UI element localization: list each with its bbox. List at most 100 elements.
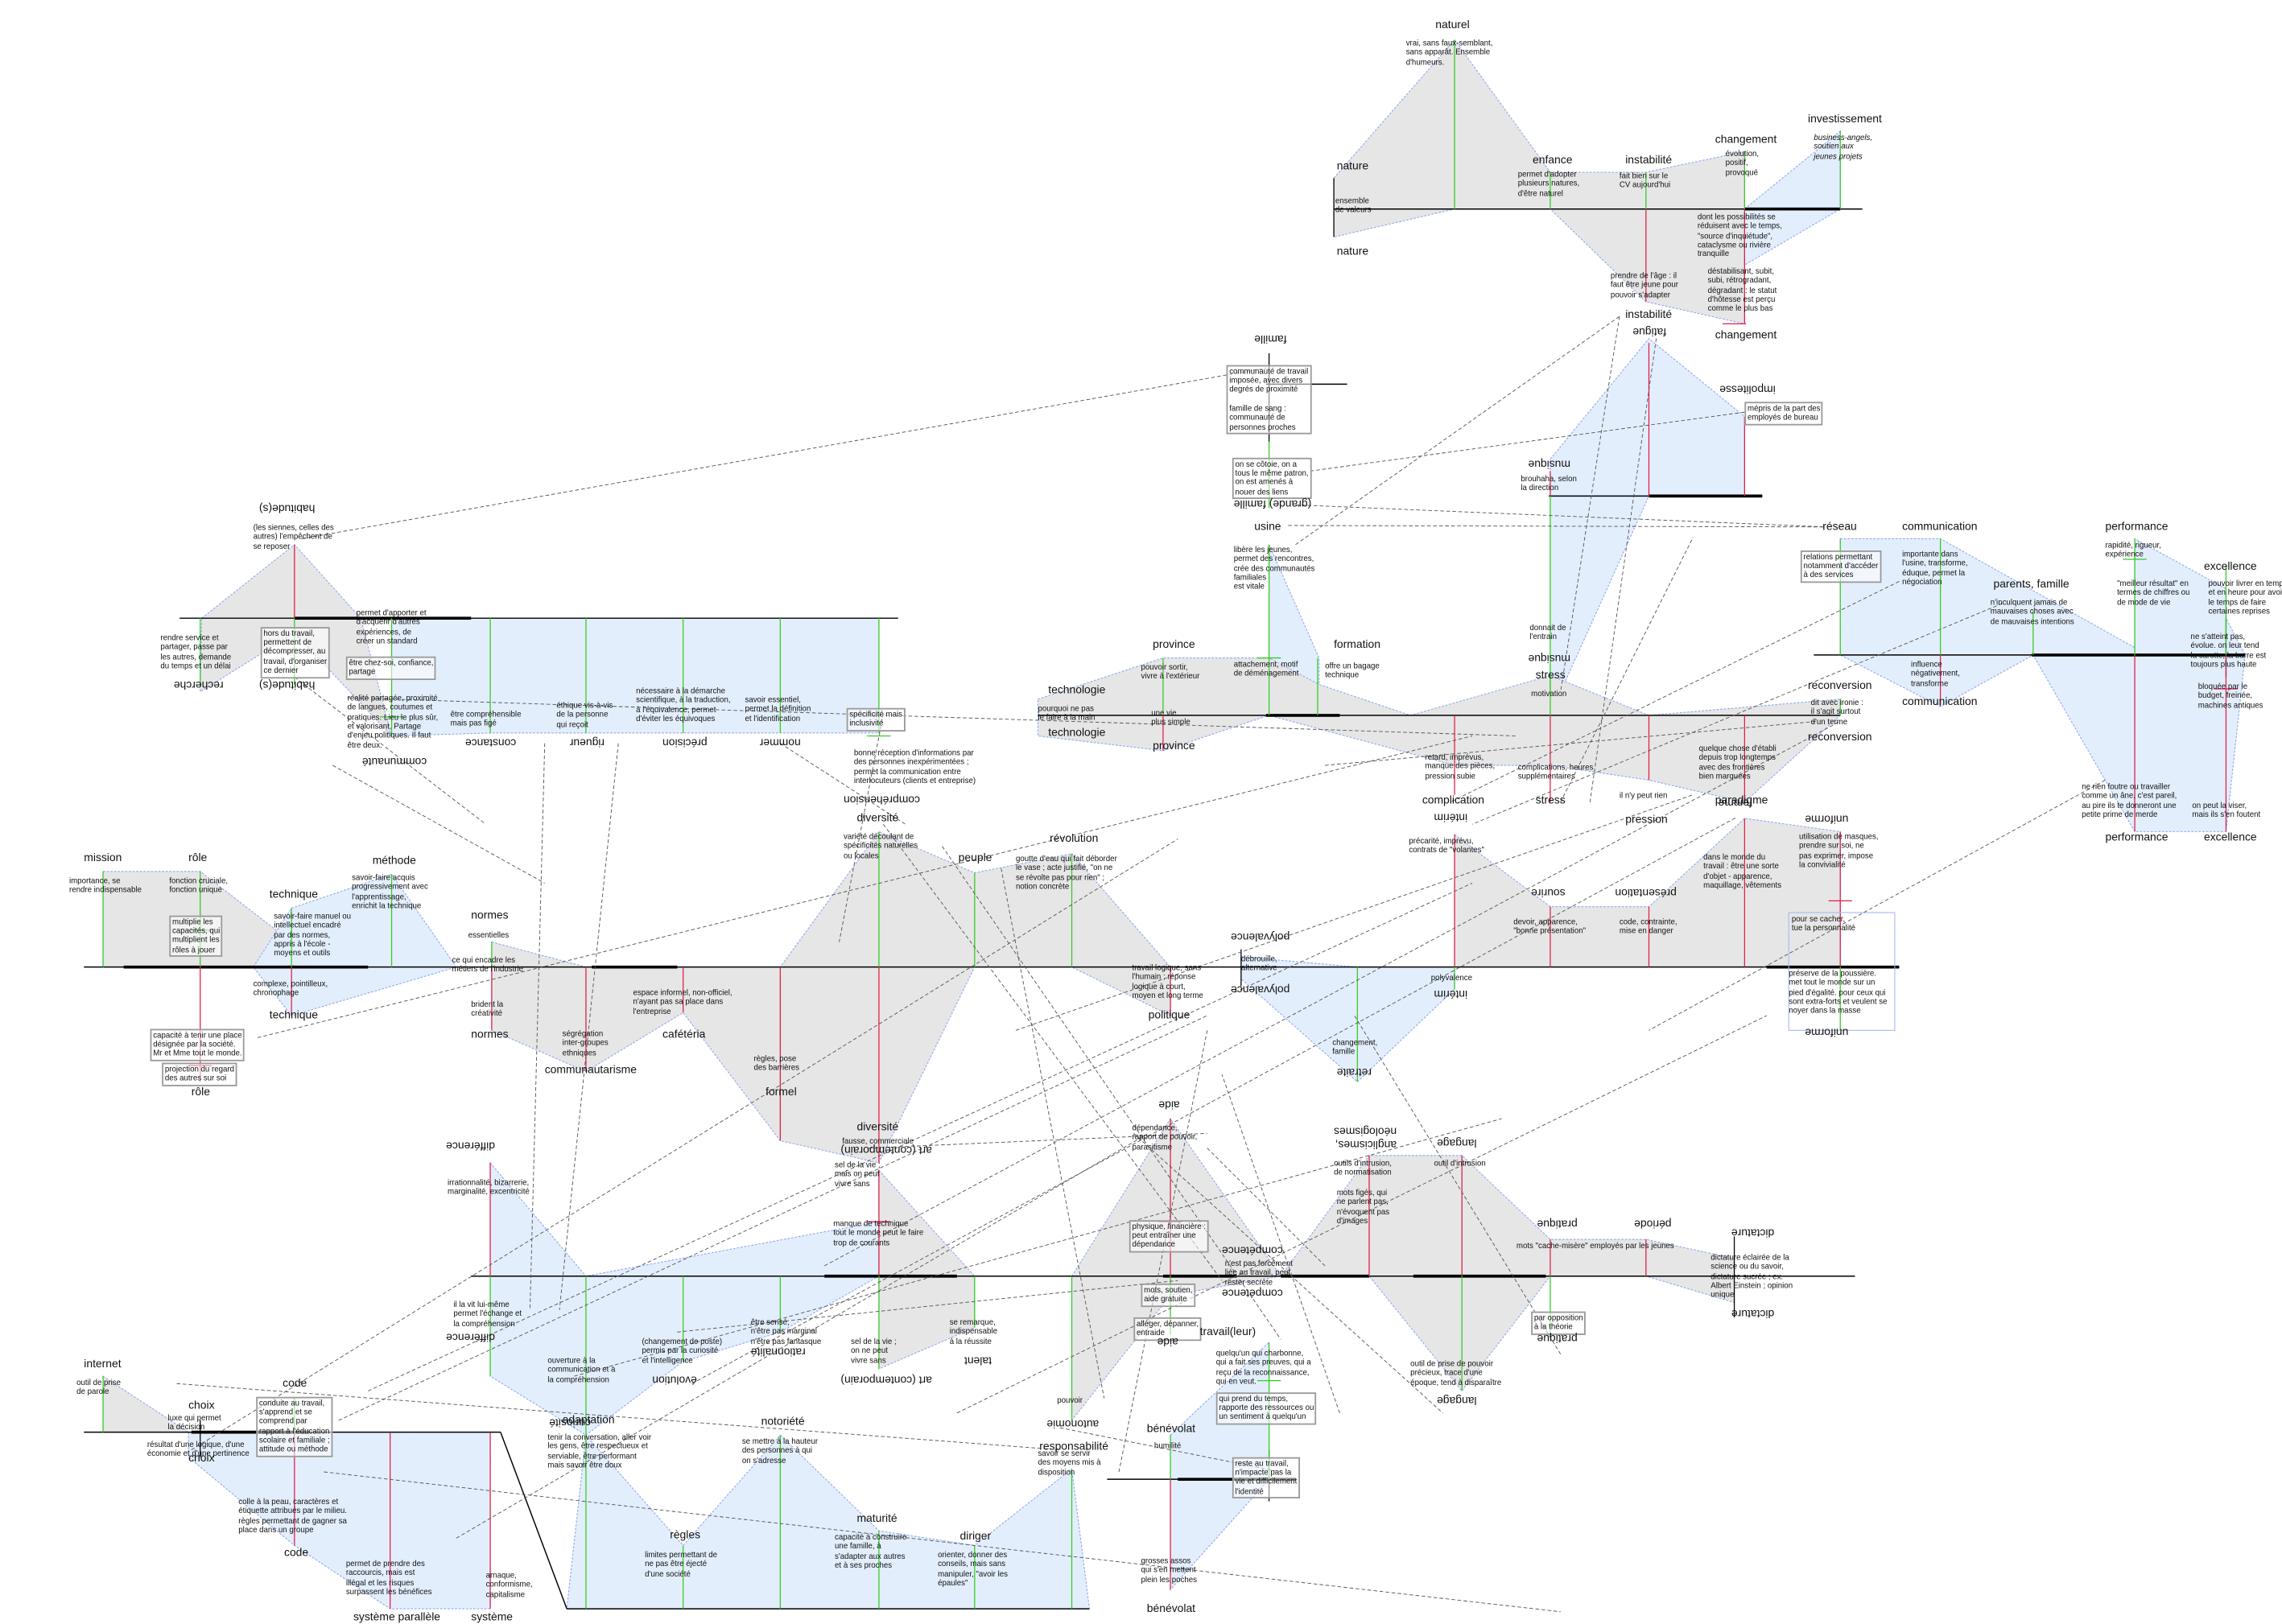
concept-label: performance bbox=[2105, 520, 2168, 534]
concept-label: usine bbox=[1254, 520, 1281, 534]
annotation-text: ce qui encadre les métiers de l'industri… bbox=[452, 957, 524, 975]
annotation-text: dont les possibilités se réduisent avec … bbox=[1698, 213, 1782, 260]
concept-label: musique bbox=[1529, 458, 1570, 472]
annotation-text: pouvoir sortir, vivre à l'extérieur bbox=[1141, 664, 1199, 682]
boxed-annotation: communauté de travail imposée, avec dive… bbox=[1227, 365, 1311, 435]
concept-label: habitude(s) bbox=[259, 502, 316, 516]
concept-label: dictature bbox=[1731, 1307, 1774, 1321]
concept-label: habitude(s) bbox=[259, 678, 316, 692]
annotation-text: devoir, apparence, "bonne présentation" bbox=[1513, 918, 1586, 937]
annotation-text: outil de prise de parole bbox=[76, 1379, 121, 1398]
concept-label: province bbox=[1153, 739, 1195, 752]
annotation-text: motivation bbox=[1531, 690, 1566, 700]
annotation-text: brident la créativité bbox=[471, 1001, 503, 1020]
concept-label: évolution bbox=[652, 1373, 697, 1387]
concept-label: travail(leur) bbox=[1200, 1325, 1256, 1338]
blue-region bbox=[490, 1163, 879, 1435]
annotation-text: évolution, positif, provoqué bbox=[1726, 150, 1759, 179]
annotation-text: débrouille, alternative bbox=[1241, 955, 1277, 974]
annotation-text: (changement de poste) permis par la curi… bbox=[642, 1338, 722, 1366]
concept-label: enfance bbox=[1533, 153, 1572, 167]
annotation-text: quelqu'un qui charbonne, qui a fait ses … bbox=[1216, 1350, 1311, 1387]
concept-label: peuple bbox=[959, 851, 992, 864]
concept-label: diriger bbox=[960, 1529, 992, 1543]
concept-label: performance bbox=[2105, 831, 2168, 844]
concept-label: constance bbox=[465, 736, 516, 750]
annotation-text: n'inculquent jamais de mauvaises choses … bbox=[1991, 599, 2074, 627]
concept-label: mission bbox=[84, 851, 122, 864]
concept-label: système parallèle bbox=[353, 1610, 440, 1624]
concept-label: retraite bbox=[1337, 1065, 1372, 1079]
concept-label: parents, famille bbox=[1993, 577, 2069, 591]
annotation-text: sel de la vie ; mais on peut vivre sans bbox=[835, 1161, 881, 1189]
concept-label: normes bbox=[471, 908, 508, 921]
concept-label: recherche bbox=[174, 678, 224, 692]
boxed-annotation: mots, soutien, aide gratuite bbox=[1141, 1284, 1195, 1307]
concept-label: famille bbox=[1254, 332, 1286, 346]
concept-label: art (contemporain) bbox=[840, 1144, 931, 1157]
annotation-text: mots figés, qui ne parlent pas, n'évoque… bbox=[1337, 1189, 1389, 1226]
annotation-text: importance, se rendre indispensable bbox=[69, 877, 142, 896]
concept-label: normes bbox=[471, 1028, 508, 1041]
boxed-annotation: spécificité mais inclusivité bbox=[847, 708, 906, 732]
annotation-text: éthique vis-à-vis de la personne qui reç… bbox=[556, 702, 613, 730]
concept-label: pression bbox=[1625, 813, 1667, 826]
annotation-text: arnaque, conformisme, capitalisme bbox=[486, 1572, 533, 1600]
concept-label: choix bbox=[188, 1451, 214, 1465]
boxed-annotation: multiplie les capacités, qui multiplient… bbox=[169, 916, 223, 958]
concept-label: investissement bbox=[1808, 112, 1882, 126]
annotation-text: attachement, motif de déménagement bbox=[1234, 661, 1299, 679]
annotation-text: permet d'apporter et d'acquérir d'autres… bbox=[357, 609, 427, 646]
annotation-text: rapidité, rigueur, expérience bbox=[2105, 542, 2160, 560]
concept-label: reconversion bbox=[1808, 730, 1872, 744]
boxed-annotation: qui prend du temps, rapporte des ressour… bbox=[1216, 1392, 1317, 1424]
concept-label: reconversion bbox=[1808, 678, 1872, 692]
connector-dashed-line bbox=[332, 765, 544, 883]
concept-label: technique bbox=[270, 888, 318, 901]
concept-label: maturité bbox=[856, 1511, 897, 1525]
annotation-text: complexe, pointilleux, chronophage bbox=[254, 980, 328, 999]
concept-label: stress bbox=[1536, 793, 1566, 807]
annotation-text: retard, imprévus, manque des pièces, pre… bbox=[1425, 753, 1495, 781]
concept-label: nature bbox=[1337, 159, 1368, 173]
annotation-text: ensemble de valeurs bbox=[1335, 197, 1372, 216]
concept-label: naturel bbox=[1435, 18, 1469, 31]
concept-label: langage bbox=[1437, 1394, 1476, 1408]
boxed-annotation: être chez-soi, confiance, partage bbox=[346, 657, 436, 680]
annotation-text: bloquée par le budget, freinée, machines… bbox=[2198, 683, 2263, 711]
annotation-text: business-angels, soutien aux jeunes proj… bbox=[1814, 134, 1872, 162]
concept-label: changement bbox=[1715, 133, 1776, 146]
annotation-text: ne s'atteint pas, évolue. on leur tend l… bbox=[2191, 633, 2267, 670]
boxed-annotation: par opposition à la théorie bbox=[1531, 1312, 1586, 1335]
annotation-text: prendre de l'âge : il faut être jeune po… bbox=[1611, 272, 1678, 300]
annotation-text: permet de prendre des raccourcis, mais e… bbox=[346, 1560, 432, 1597]
concept-label: méthode bbox=[373, 854, 416, 868]
concept-label: réseau bbox=[1822, 520, 1856, 534]
annotation-text: dit avec ironie : il s'agit surtout d'un… bbox=[1811, 699, 1863, 728]
annotation-text: tenir la conversation, aller voir les ge… bbox=[547, 1433, 651, 1470]
annotation-text: luxe qui permet la décision bbox=[168, 1415, 221, 1433]
annotation-text: se mettre à la hauteur des personnes à q… bbox=[742, 1438, 818, 1466]
concept-label: musique bbox=[1529, 652, 1570, 666]
concept-label: période bbox=[1634, 1218, 1671, 1231]
annotation-text: ouverture à la communication et à la com… bbox=[547, 1357, 615, 1385]
concept-label: formel bbox=[765, 1085, 797, 1098]
annotation-text: essentielles bbox=[468, 932, 510, 942]
connector-dashed-line bbox=[824, 721, 1840, 1266]
annotation-text: on peut la viser, mais ils s'en foutent bbox=[2192, 802, 2260, 821]
concept-label: instabilité bbox=[1625, 307, 1672, 321]
concept-label: adaptation bbox=[563, 1413, 615, 1427]
annotation-text: sel de la vie ; on ne peut vivre sans bbox=[851, 1338, 897, 1366]
concept-label: talent bbox=[964, 1354, 992, 1368]
annotation-text: se remarque, indispensable à la réussite bbox=[950, 1319, 997, 1347]
annotation-text: ne rien foutre ou travailler comme un ân… bbox=[2082, 783, 2177, 820]
annotation-text: n'est pas forcément liée au travail, peu… bbox=[1225, 1260, 1293, 1288]
concept-label: complication bbox=[1422, 793, 1484, 807]
annotation-text: polyvalence bbox=[1431, 975, 1472, 984]
concept-label: aide bbox=[1158, 1335, 1178, 1349]
concept-label: intérim bbox=[1434, 811, 1467, 825]
annotation-text: règles, pose des barrières bbox=[753, 1055, 799, 1074]
concept-label: différence bbox=[446, 1140, 495, 1153]
annotation-text: complications, heures supplémentaires bbox=[1518, 764, 1594, 782]
